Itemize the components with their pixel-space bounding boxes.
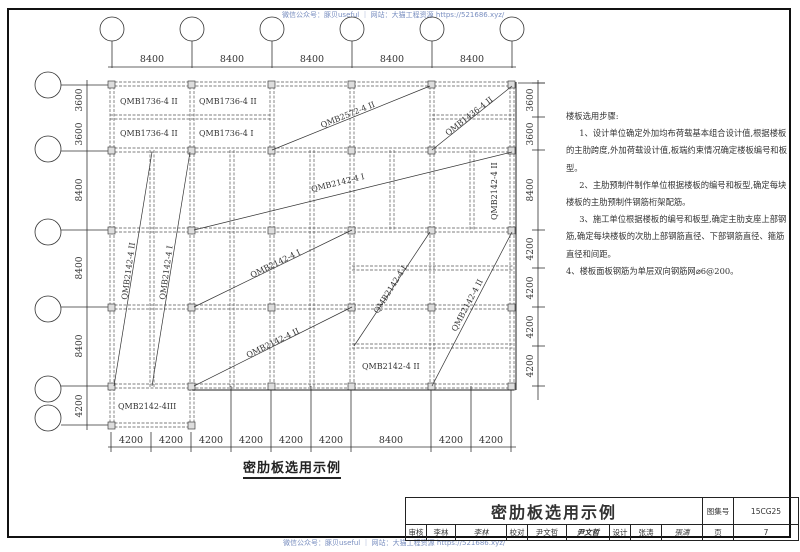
slab-label: QMB2572-4 II <box>319 100 376 130</box>
note-item: 4、楼板面板钢筋为单层双向钢筋网⌀6@200。 <box>566 265 739 276</box>
slab-label: QMB2142-4 I <box>158 245 174 300</box>
dim-right-1: 3600 <box>526 88 536 111</box>
page-label: 页 <box>702 524 734 541</box>
checker-name: 尹文哲 <box>527 524 567 541</box>
dim-top-5: 8400 <box>460 54 484 65</box>
check-label: 校对 <box>506 524 528 541</box>
dim-left-3: 8400 <box>75 178 85 201</box>
slab-label: QMB2142-4 II <box>450 278 485 333</box>
dim-right-5: 4200 <box>526 276 536 299</box>
drawing-frame <box>7 8 791 538</box>
atlas-number: 15CG25 <box>733 497 799 525</box>
plan-caption: 密肋板选用示例 <box>243 457 342 479</box>
notes-title: 楼板选用步骤: <box>566 111 619 121</box>
slab-label: QMB2142-4 I <box>249 248 302 280</box>
dim-top-2: 8400 <box>220 54 244 65</box>
dim-left-1: 3600 <box>75 88 85 111</box>
beams <box>109 81 515 428</box>
title-block-title: 密肋板选用示例 <box>405 497 703 525</box>
axis-bubbles-top <box>99 16 525 68</box>
reviewer-signature: 李林 <box>455 524 507 541</box>
dim-right-6: 4200 <box>526 315 536 338</box>
title-block: 密肋板选用示例 图集号 15CG25 审核 李林 李林 校对 尹文哲 尹文哲 设… <box>405 497 799 541</box>
checker-signature: 尹文哲 <box>566 524 610 541</box>
slab-label: QMB2142-4III <box>118 402 176 411</box>
notes-block: 楼板选用步骤: 1、设计单位确定外加均布荷载基本组合设计值,根据楼板的主肋跨度,… <box>566 108 792 280</box>
slab-label: QMB2142-4 II <box>490 162 499 220</box>
dim-right-4: 4200 <box>526 237 536 260</box>
designer-name: 张涛 <box>630 524 662 541</box>
slab-label: QMB2142-4 I <box>372 264 409 315</box>
note-item: 3、施工单位根据楼板的编号和板型,确定主肋支座上部钢筋,确定每块楼板的次肋上部钢… <box>566 214 787 259</box>
dim-bottom-6: 4200 <box>319 435 343 446</box>
watermark-bottom: 微信公众号：豚贝useful ｜ 网站：大猫工程资源 https://52168… <box>283 539 506 547</box>
dim-right-7: 4200 <box>526 354 536 377</box>
slab-label: QMB1736-4 II <box>120 129 178 138</box>
note-item: 1、设计单位确定外加均布荷载基本组合设计值,根据楼板的主肋跨度,外加荷载设计值,… <box>566 128 787 173</box>
dim-top-4: 8400 <box>380 54 404 65</box>
dim-right-2: 3600 <box>526 122 536 145</box>
dim-top-3: 8400 <box>300 54 324 65</box>
slab-label: QMB1736-4 II <box>199 97 257 106</box>
slab-label: QMB2142-4 II <box>120 242 137 300</box>
dim-left-4: 8400 <box>75 256 85 279</box>
slab-label: QMB2142-4 I <box>310 172 365 194</box>
slab-label: QMB2142-4 II <box>245 326 301 359</box>
watermark-top: 微信公众号：豚贝useful ｜ 网站：大猫工程资源 https://52168… <box>282 11 505 19</box>
design-label: 设计 <box>609 524 631 541</box>
designer-signature: 張濤 <box>661 524 703 541</box>
dim-bottom-8: 4200 <box>439 435 463 446</box>
dim-bottom-4: 4200 <box>239 435 263 446</box>
dim-top-1: 8400 <box>140 54 164 65</box>
dim-bottom-5: 4200 <box>279 435 303 446</box>
dim-bottom-2: 4200 <box>159 435 183 446</box>
dim-left-6: 4200 <box>75 394 85 417</box>
note-item: 2、主肋预制件制作单位根据楼板的编号和板型,确定每块楼板的主肋预制件钢筋桁架配筋… <box>566 179 787 208</box>
slab-label: QMB1736-4 I <box>199 129 253 138</box>
reviewer-name: 李林 <box>426 524 456 541</box>
dim-bottom-1: 4200 <box>119 435 143 446</box>
review-label: 审核 <box>405 524 427 541</box>
atlas-label: 图集号 <box>702 497 734 525</box>
dim-bottom-3: 4200 <box>199 435 223 446</box>
dim-bottom-9: 4200 <box>479 435 503 446</box>
dim-bottom-7: 8400 <box>379 435 403 446</box>
page-number: 7 <box>733 524 799 541</box>
slab-label: QMB1736-4 II <box>120 97 178 106</box>
slab-label: QMB2142-4 II <box>362 362 420 371</box>
leader-lines <box>113 85 513 387</box>
dim-right-3: 8400 <box>526 178 536 201</box>
axis-bubbles-left <box>34 71 108 432</box>
dim-left-5: 8400 <box>75 334 85 357</box>
slab-label: QMB1436-4 II <box>444 95 495 138</box>
dim-left-2: 3600 <box>75 122 85 145</box>
